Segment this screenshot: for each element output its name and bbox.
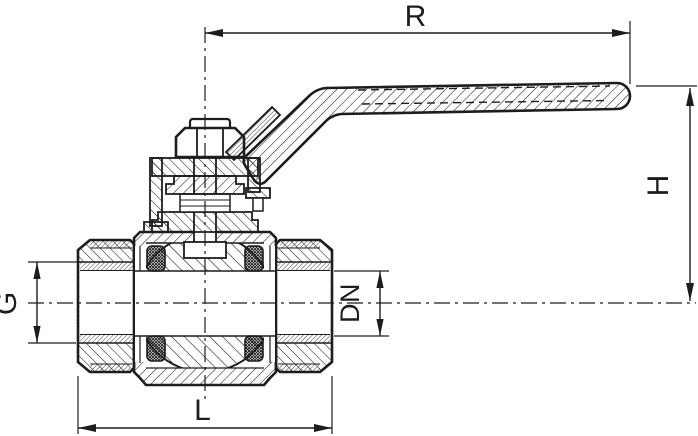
arrowhead-up [686, 88, 694, 106]
arrowhead-down [376, 319, 384, 336]
dimension-r: R [205, 0, 631, 84]
dimension-g: G [0, 261, 82, 344]
bracket-screw [252, 197, 264, 212]
right-thread-top [277, 262, 330, 271]
dimension-l: L [77, 376, 333, 434]
dimension-label-l: L [194, 394, 212, 427]
left-thread-bottom [80, 334, 133, 343]
right-port-cap [274, 238, 334, 374]
dimension-h: H [636, 85, 697, 301]
centerlines [28, 27, 696, 400]
dimension-dn: DN [334, 270, 389, 337]
handle-sleeve-edge-bottom [361, 99, 609, 105]
lever-handle [224, 81, 632, 186]
handle-lock-tab [224, 105, 282, 162]
right-thread-bottom [277, 334, 330, 343]
left-thread-top [80, 262, 133, 271]
arrowhead-down [33, 326, 41, 343]
seat-bottom-right [244, 335, 264, 362]
left-port-cap [76, 238, 136, 374]
seat-top-right [244, 245, 264, 272]
dimension-label-h: H [642, 174, 675, 197]
arrowhead-down [686, 283, 694, 301]
arrowhead-right [314, 424, 332, 432]
arrowhead-up [33, 262, 41, 279]
arrowhead-up [376, 271, 384, 288]
seat-bottom-left [146, 335, 166, 362]
arrowhead-left [205, 29, 223, 37]
dimension-label-dn: DN [335, 283, 365, 323]
seat-top-left [146, 245, 166, 272]
dimension-label-r: R [405, 0, 428, 33]
seat-rings [139, 245, 271, 363]
handle-sleeve-edge-top [357, 85, 611, 91]
arrowhead-left [78, 424, 96, 432]
valve-body [76, 81, 632, 387]
arrowhead-right [612, 29, 630, 37]
dimension-label-g: G [0, 291, 23, 315]
